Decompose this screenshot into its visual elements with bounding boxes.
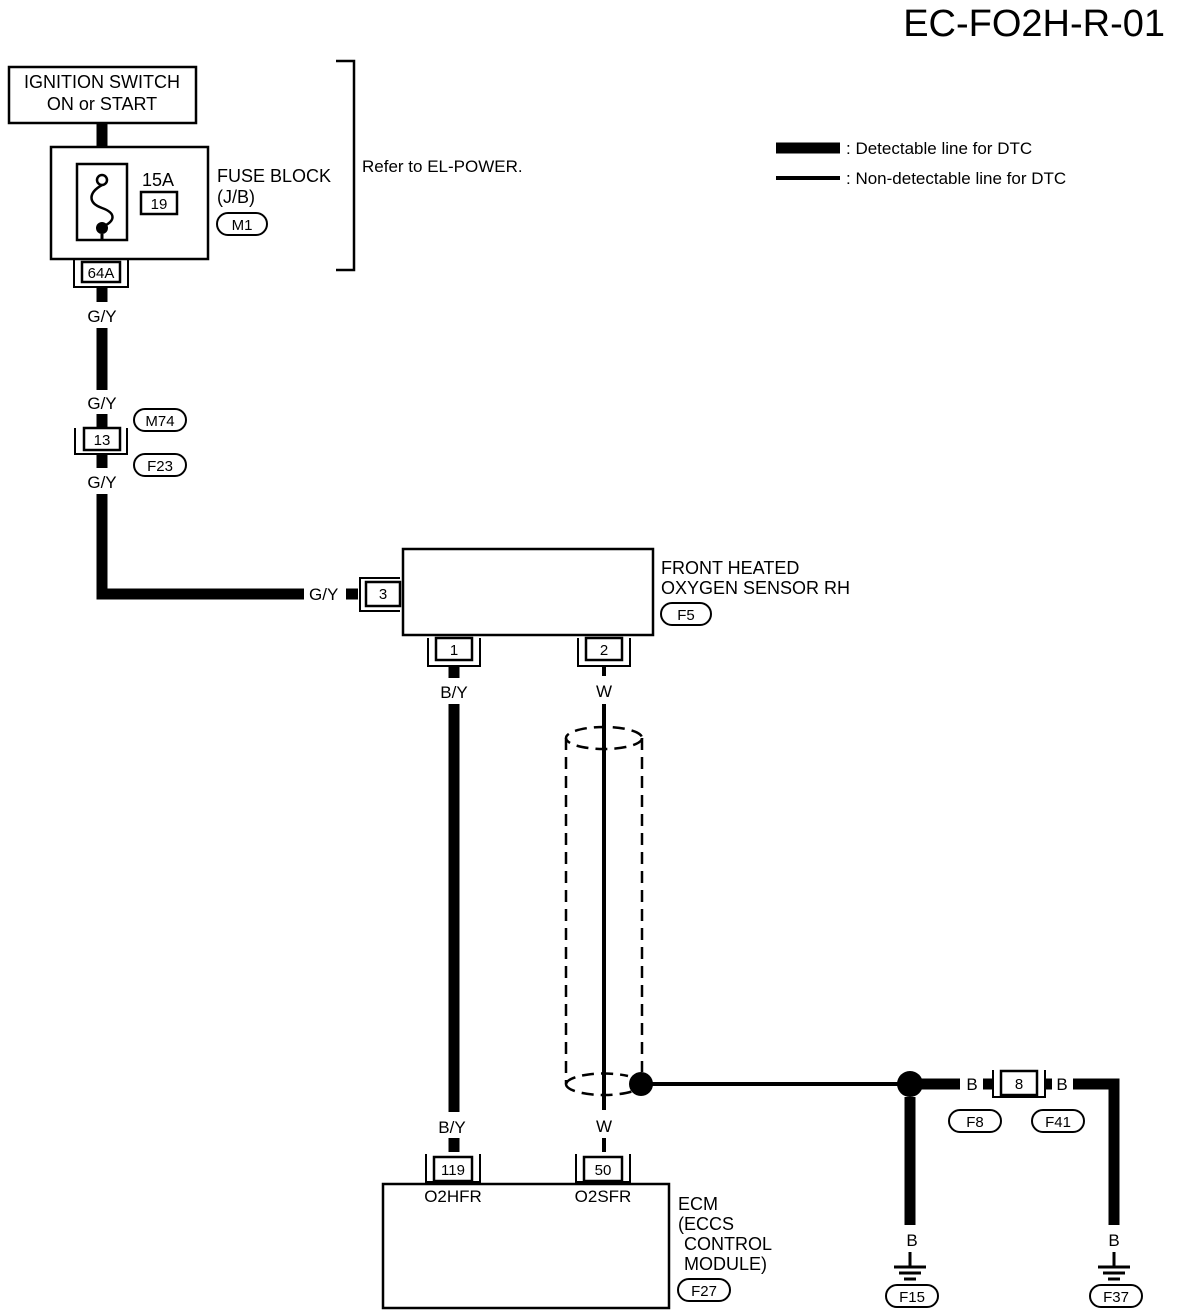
wire-label-by-bottom: B/Y — [438, 1118, 465, 1137]
ecm-pin-119: 119 — [441, 1162, 465, 1179]
fuse-block-jb: (J/B) — [217, 187, 255, 207]
fuse-icon — [90, 183, 114, 229]
ground-2-connector: F37 — [1103, 1289, 1129, 1306]
power-reference: Refer to EL-POWER. — [362, 157, 523, 176]
power-bracket — [336, 59, 356, 272]
wire-label-by-top: B/Y — [440, 683, 467, 702]
wire-label-gy-4: G/Y — [309, 585, 338, 604]
fuse-block-box — [49, 145, 210, 261]
diagram-id: EC-FO2H-R-01 — [903, 3, 1165, 45]
sensor-pin-1: 1 — [450, 642, 458, 659]
oxygen-sensor: 3 FRONT HEATED OXYGEN SENSOR RH F5 1 2 — [359, 547, 850, 667]
wire-label-w-top: W — [596, 682, 612, 701]
ecm-label-1: ECM — [678, 1194, 718, 1214]
wire-label-b-3: B — [906, 1231, 917, 1250]
ignition-switch-line1: IGNITION SWITCH — [24, 72, 180, 92]
sensor-pin-3: 3 — [379, 586, 387, 603]
ecm-terminal-o2sfr: O2SFR — [575, 1187, 632, 1206]
fuse-block-connector-text: M1 — [232, 217, 253, 234]
wire-gy-to-sensor — [96, 494, 304, 600]
fuse-block: 15A 19 FUSE BLOCK (J/B) M1 — [49, 145, 331, 261]
fuse-rating: 15A — [142, 170, 174, 190]
wire-label-gy-1: G/Y — [87, 307, 116, 326]
ecm-connector-id: F27 — [691, 1283, 717, 1300]
fuse-terminal-bottom — [96, 222, 108, 234]
joint-connector-id-a: M74 — [145, 413, 174, 430]
sensor-label-1: FRONT HEATED — [661, 558, 799, 578]
ecm-pin-50: 50 — [595, 1162, 612, 1179]
wire-b-ground-2 — [1073, 1078, 1120, 1225]
ground-connector-pin: 8 — [1015, 1076, 1023, 1093]
sensor-connector-id: F5 — [677, 607, 695, 624]
ground-symbol-1 — [894, 1252, 926, 1281]
legend-non-detectable-text: : Non-detectable line for DTC — [846, 169, 1066, 188]
fuse-number: 19 — [151, 196, 168, 213]
ecm-label-4: MODULE) — [684, 1254, 767, 1274]
ignition-switch-box — [7, 65, 198, 125]
ecm: 119 50 O2HFR O2SFR ECM (ECCS CONTROL MOD… — [381, 1154, 772, 1310]
ground-symbol-2 — [1098, 1252, 1130, 1281]
fuse-block-connector-id — [216, 212, 268, 236]
wire-label-w-bottom: W — [596, 1117, 612, 1136]
sensor-pin-2: 2 — [600, 642, 608, 659]
ecm-label-2: (ECCS — [678, 1214, 734, 1234]
ground-connector: 8 F8 F41 — [948, 1069, 1085, 1133]
ground-connector-id-b: F41 — [1045, 1114, 1071, 1131]
joint-connector-pin: 13 — [94, 432, 111, 449]
wire-label-gy-3: G/Y — [87, 473, 116, 492]
ecm-terminal-o2hfr: O2HFR — [424, 1187, 482, 1206]
wire-label-gy-2: G/Y — [87, 394, 116, 413]
connector-64a-label: 64A — [88, 265, 115, 282]
ground-connector-id-a: F8 — [966, 1114, 984, 1131]
wire-label-b-2: B — [1056, 1075, 1067, 1094]
ground-1-connector: F15 — [899, 1289, 925, 1306]
sensor-label-2: OXYGEN SENSOR RH — [661, 578, 850, 598]
wire-label-b-4: B — [1108, 1231, 1119, 1250]
connector-64a: 64A — [73, 260, 129, 288]
joint-connector-id-b: F23 — [147, 458, 173, 475]
wire-label-b-1: B — [966, 1075, 977, 1094]
ignition-switch-line2: ON or START — [47, 94, 157, 114]
joint-connector: 13 M74 F23 — [74, 408, 187, 477]
ecm-box — [381, 1182, 671, 1310]
legend: : Detectable line for DTC : Non-detectab… — [776, 139, 1066, 188]
legend-detectable-text: : Detectable line for DTC — [846, 139, 1032, 158]
ecm-label-3: CONTROL — [684, 1234, 772, 1254]
oxygen-sensor-box — [401, 547, 655, 637]
fuse-number-box — [139, 190, 179, 216]
fuse-terminal-top — [95, 173, 109, 187]
fuse-block-label: FUSE BLOCK — [217, 166, 331, 186]
ignition-switch: IGNITION SWITCH ON or START — [7, 65, 198, 125]
